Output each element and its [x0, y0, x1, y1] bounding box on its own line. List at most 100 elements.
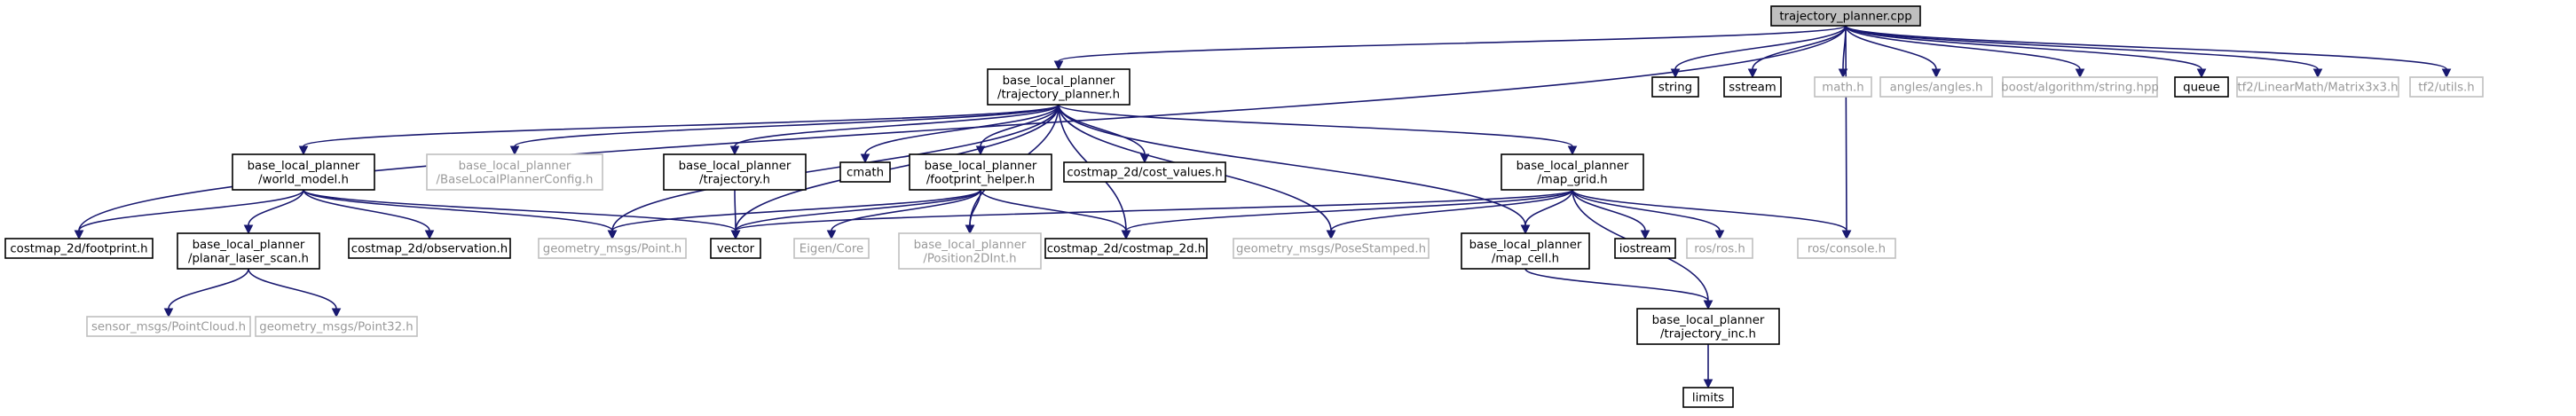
node-label: angles/angles.h	[1890, 82, 1983, 95]
node-label: /trajectory.h	[699, 173, 770, 186]
arrowhead	[1053, 60, 1064, 71]
node-label: geometry_msgs/PoseStamped.h	[1236, 243, 1426, 256]
edge-line	[168, 268, 249, 310]
node-map-cell-h[interactable]: base_local_planner/map_cell.h	[1461, 232, 1590, 270]
node-label: /planar_laser_scan.h	[188, 252, 309, 265]
node-footprint-helper-h[interactable]: base_local_planner/footprint_helper.h	[909, 153, 1052, 191]
edge-line	[1572, 189, 1847, 232]
node-label: math.h	[1822, 82, 1863, 95]
node-box	[1636, 308, 1780, 345]
node-sstream[interactable]: sstream	[1723, 76, 1782, 98]
edge-trajectory_planner_cpp-to-matrix3x3	[1845, 25, 2323, 79]
node-planar-laser-scan-h[interactable]: base_local_planner/planar_laser_scan.h	[177, 232, 320, 270]
edge-trajectory_planner_cpp-to-boost_string	[1845, 25, 2085, 79]
edge-line	[1845, 25, 2447, 70]
edge-trajectory_planner_cpp-to-trajectory_planner_h	[1053, 25, 1847, 71]
edge-footprint_helper_h-to-eigen_core	[826, 189, 981, 240]
arrowhead	[1567, 145, 1578, 156]
edge-line	[1845, 25, 2202, 70]
arrowhead	[298, 145, 309, 156]
node-position2dint-h: base_local_planner/Position2DInt.h	[898, 232, 1042, 270]
node-queue[interactable]: queue	[2174, 76, 2229, 98]
edge-line	[1845, 25, 2319, 70]
edge-map_grid_h-to-pose_stamped_h	[1326, 189, 1573, 240]
node-limits[interactable]: limits	[1682, 387, 1734, 408]
arrowhead	[1931, 68, 1942, 79]
edge-map_grid_h-to-map_cell_h	[1520, 189, 1573, 235]
edge-planar_laser_scan_h-to-point_cloud_h	[163, 268, 249, 318]
node-trajectory-inc-h[interactable]: base_local_planner/trajectory_inc.h	[1636, 308, 1780, 345]
node-config-h: base_local_planner/BaseLocalPlannerConfi…	[426, 153, 603, 191]
node-trajectory-planner-cpp[interactable]: trajectory_planner.cpp	[1770, 5, 1921, 27]
arrowhead	[1703, 300, 1713, 310]
node-box	[1651, 76, 1699, 98]
node-label: base_local_planner	[193, 239, 305, 252]
edge-line	[1674, 25, 1847, 70]
node-label: base_local_planner	[1516, 160, 1629, 173]
node-label: /footprint_helper.h	[926, 173, 1035, 186]
node-observation-h[interactable]: costmap_2d/observation.h	[348, 238, 511, 259]
edge-line	[1845, 25, 2081, 70]
node-world-model-h[interactable]: base_local_planner/world_model.h	[232, 153, 375, 191]
node-box	[663, 153, 807, 191]
node-point-cloud-h: sensor_msgs/PointCloud.h	[86, 316, 251, 337]
node-label: /map_cell.h	[1492, 252, 1559, 265]
node-map-grid-h[interactable]: base_local_planner/map_grid.h	[1501, 153, 1644, 191]
node-matrix3x3: tf2/LinearMath/Matrix3x3.h	[2236, 76, 2399, 98]
arrowhead	[509, 145, 520, 156]
node-label: iostream	[1619, 243, 1671, 256]
edge-trajectory_planner_cpp-to-angles_h	[1845, 25, 1942, 79]
node-trajectory-planner-h[interactable]: base_local_planner/trajectory_planner.h	[987, 68, 1130, 106]
node-label: base_local_planner	[248, 160, 360, 173]
edge-line	[303, 189, 430, 232]
edge-world_model_h-to-point_h	[303, 189, 618, 240]
arrowhead	[826, 230, 837, 240]
node-box	[348, 238, 511, 259]
arrowhead	[1670, 68, 1681, 79]
arrowhead	[730, 230, 741, 240]
node-label: /BaseLocalPlannerConfig.h	[436, 173, 593, 186]
edge-world_model_h-to-observation_h	[303, 189, 435, 240]
node-string[interactable]: string	[1651, 76, 1699, 98]
edge-trajectory_inc_h-to-limits	[1703, 344, 1713, 389]
node-footprint-h[interactable]: costmap_2d/footprint.h	[4, 238, 154, 259]
node-label: geometry_msgs/Point.h	[543, 243, 682, 256]
arrowhead	[729, 145, 740, 156]
edge-footprint_helper_h-to-position2dint_h	[965, 189, 981, 235]
node-box	[1686, 238, 1753, 259]
node-label: costmap_2d/cost_values.h	[1067, 167, 1222, 180]
arrowhead	[74, 230, 84, 240]
edge-line	[1058, 25, 1847, 62]
node-label: string	[1658, 82, 1692, 95]
node-costmap-2d-h[interactable]: costmap_2d/costmap_2d.h	[1044, 238, 1208, 259]
arrowhead	[1714, 230, 1725, 240]
arrowhead	[2075, 68, 2085, 79]
edge-line	[980, 189, 1127, 232]
node-label: Eigen/Core	[800, 243, 863, 256]
edge-trajectory_planner_h-to-config_h	[509, 104, 1060, 156]
arrowhead	[607, 230, 618, 240]
node-label: vector	[717, 243, 755, 256]
edge-line	[1058, 104, 1146, 155]
edge-trajectory_planner_cpp-to-sstream	[1747, 25, 1847, 79]
edge-map_grid_h-to-console_h	[1572, 189, 1852, 240]
node-cmath[interactable]: cmath	[839, 161, 891, 183]
edge-line	[303, 104, 1060, 147]
edge-trajectory_planner_h-to-cmath	[860, 104, 1060, 164]
edge-line	[1058, 104, 1573, 147]
node-box	[1797, 238, 1896, 259]
edge-trajectory_planner_h-to-trajectory_h	[729, 104, 1060, 156]
edge-line	[1330, 189, 1573, 232]
node-trajectory-h[interactable]: base_local_planner/trajectory.h	[663, 153, 807, 191]
node-iostream[interactable]: iostream	[1614, 238, 1676, 259]
arrowhead	[1747, 68, 1758, 79]
edge-line	[735, 189, 1573, 232]
node-cost-values-h[interactable]: costmap_2d/cost_values.h	[1063, 161, 1226, 183]
edge-line	[78, 25, 1847, 232]
edge-layer	[74, 25, 2452, 389]
node-box	[710, 238, 761, 259]
edge-map_grid_h-to-iostream	[1572, 189, 1650, 240]
edge-trajectory_planner_h-to-map_grid_h	[1058, 104, 1578, 156]
node-vector[interactable]: vector	[710, 238, 761, 259]
node-label: base_local_planner	[1003, 75, 1115, 88]
